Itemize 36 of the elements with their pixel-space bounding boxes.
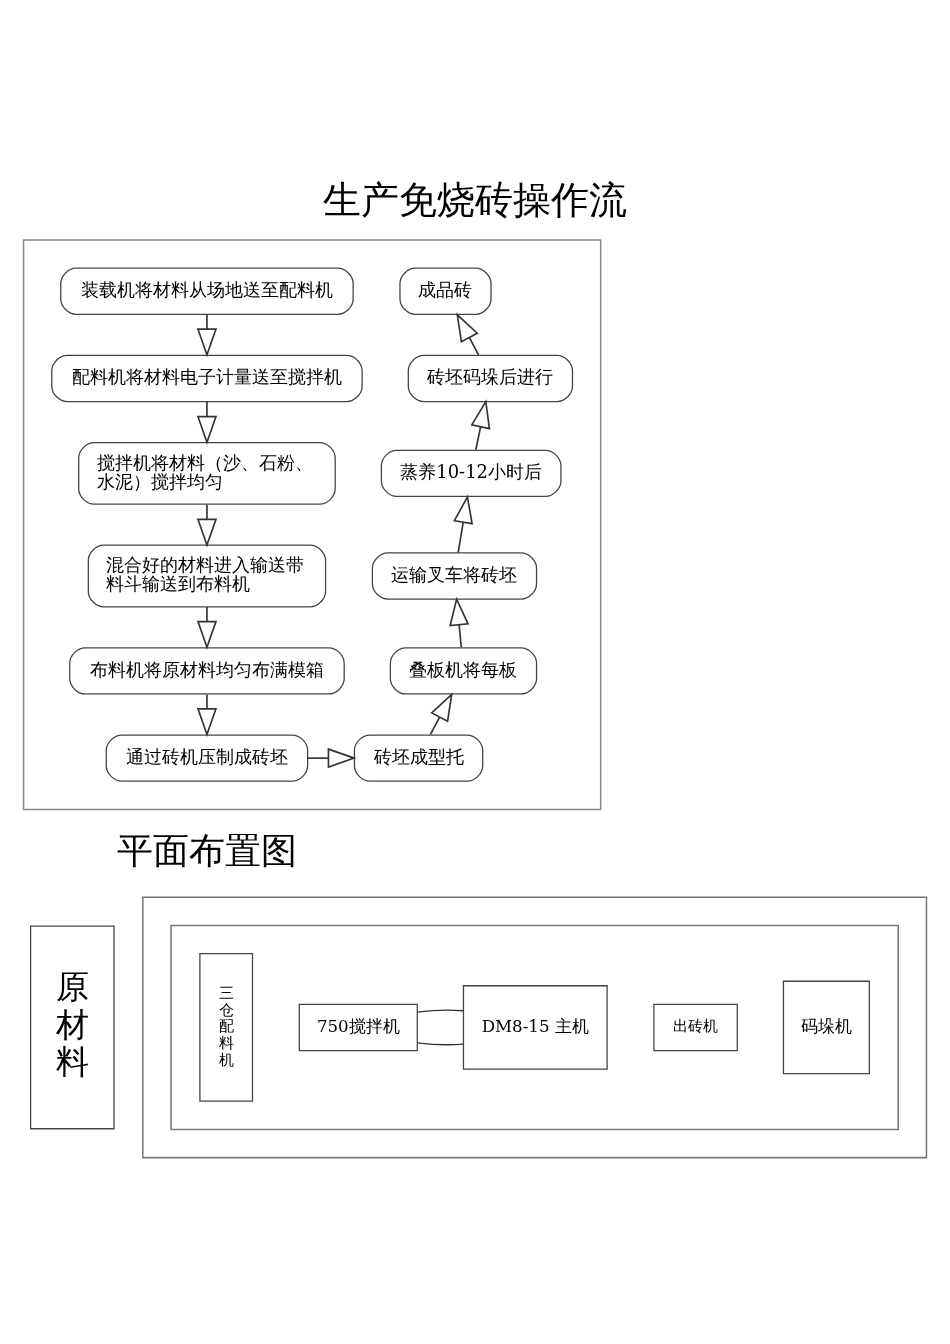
node-box: 砖坯成型托 — [353, 733, 484, 782]
arrow — [196, 313, 218, 357]
node-box: 三仓配料机 — [199, 952, 254, 1102]
arrow — [196, 400, 218, 445]
node-box: 混合好的材料进入输送带料斗输送到布料机 — [87, 544, 327, 607]
node-box: 装载机将材料从场地送至配料机 — [60, 267, 354, 315]
node-box: 通过砖机压制成砖坯 — [105, 733, 309, 782]
cluster — [142, 896, 928, 1158]
node-box: 布料机将原材料均匀布满模箱 — [69, 646, 345, 695]
node-box: 蒸养10-12小时后 — [380, 449, 562, 497]
arrow — [453, 493, 474, 553]
cluster — [22, 238, 602, 810]
node-box: 搅拌机将材料（沙、石粉、水泥）搅拌均匀 — [78, 441, 336, 505]
node-box: 砖坯码垛后进行 — [407, 354, 574, 402]
node-box: 原材料 — [29, 925, 115, 1129]
node-box: 750搅拌机 — [298, 1003, 418, 1051]
arrow — [429, 691, 453, 735]
arrow — [196, 503, 218, 548]
node-box: 叠板机将每板 — [389, 646, 538, 695]
arrow — [196, 693, 218, 737]
arrow — [456, 312, 480, 356]
node-box: DM8-15 主机 — [462, 984, 608, 1070]
diagram-title: 生产免烧砖操作流 — [323, 176, 627, 222]
arrow — [196, 605, 218, 650]
node-box: 成品砖 — [399, 267, 492, 315]
label: 平面布置图 — [116, 829, 297, 870]
node-box: 运输叉车将砖坯 — [371, 551, 538, 600]
arrow — [306, 747, 357, 768]
arrow — [449, 596, 470, 648]
node-box: 配料机将材料电子计量送至搅拌机 — [51, 354, 363, 402]
node-box: 码垛机 — [782, 980, 870, 1074]
node-box: 出砖机 — [653, 1003, 738, 1051]
arrow — [470, 398, 491, 451]
connector — [416, 1009, 465, 1013]
cluster — [170, 924, 899, 1130]
connector — [416, 1041, 465, 1045]
